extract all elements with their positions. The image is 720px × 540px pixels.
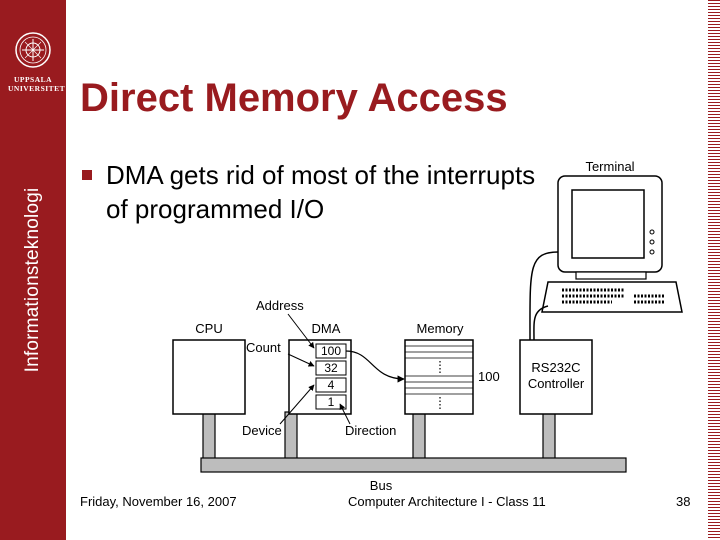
device-pointer — [279, 384, 315, 425]
university-logo: UPPSALA UNIVERSITET — [8, 30, 66, 93]
memory-label: Memory — [417, 321, 464, 336]
address-pointer — [287, 313, 315, 349]
terminal-icon — [541, 175, 683, 313]
memory-target-address: 100 — [478, 369, 500, 384]
terminal-label: Terminal — [585, 159, 634, 174]
controller-label-line-1: RS232C — [531, 360, 580, 375]
direction-pointer — [339, 403, 351, 425]
terminal-cable — [529, 251, 559, 341]
cpu-label: CPU — [195, 321, 222, 336]
dma-to-memory-arrow — [345, 350, 405, 383]
memory-box — [404, 339, 474, 415]
keyboard-cable — [533, 305, 549, 341]
dma-register-direction: 1 — [328, 395, 335, 409]
dma-label: DMA — [312, 321, 341, 336]
system-bus — [200, 411, 627, 473]
cpu-box — [172, 339, 246, 415]
dma-register-count: 32 — [324, 361, 338, 375]
device-label: Device — [242, 423, 282, 438]
university-seal-icon — [15, 32, 51, 68]
logo-line-2: UNIVERSITET — [8, 84, 66, 93]
footer-date: Friday, November 16, 2007 — [80, 494, 237, 509]
bus-label: Bus — [370, 478, 393, 493]
square-bullet-icon — [82, 170, 92, 180]
dma-register-device: 4 — [328, 378, 335, 392]
slide-title: Direct Memory Access — [80, 76, 508, 120]
direction-label: Direction — [345, 423, 396, 438]
count-pointer — [287, 353, 315, 367]
logo-line-1: UPPSALA — [13, 75, 53, 84]
controller-label-line-2: Controller — [528, 376, 585, 391]
footer-page-number: 38 — [676, 494, 691, 509]
count-label: Count — [246, 340, 281, 355]
right-border-pattern — [708, 0, 720, 540]
rs232c-controller-box — [519, 339, 593, 415]
footer-course: Computer Architecture I - Class 11 — [348, 494, 546, 509]
bullet-text: DMA gets rid of most of the interrupts o… — [106, 160, 536, 224]
dma-register-address: 100 — [321, 344, 341, 358]
address-label: Address — [256, 298, 304, 313]
sidebar: UPPSALA UNIVERSITET Informationsteknolog… — [0, 0, 66, 540]
